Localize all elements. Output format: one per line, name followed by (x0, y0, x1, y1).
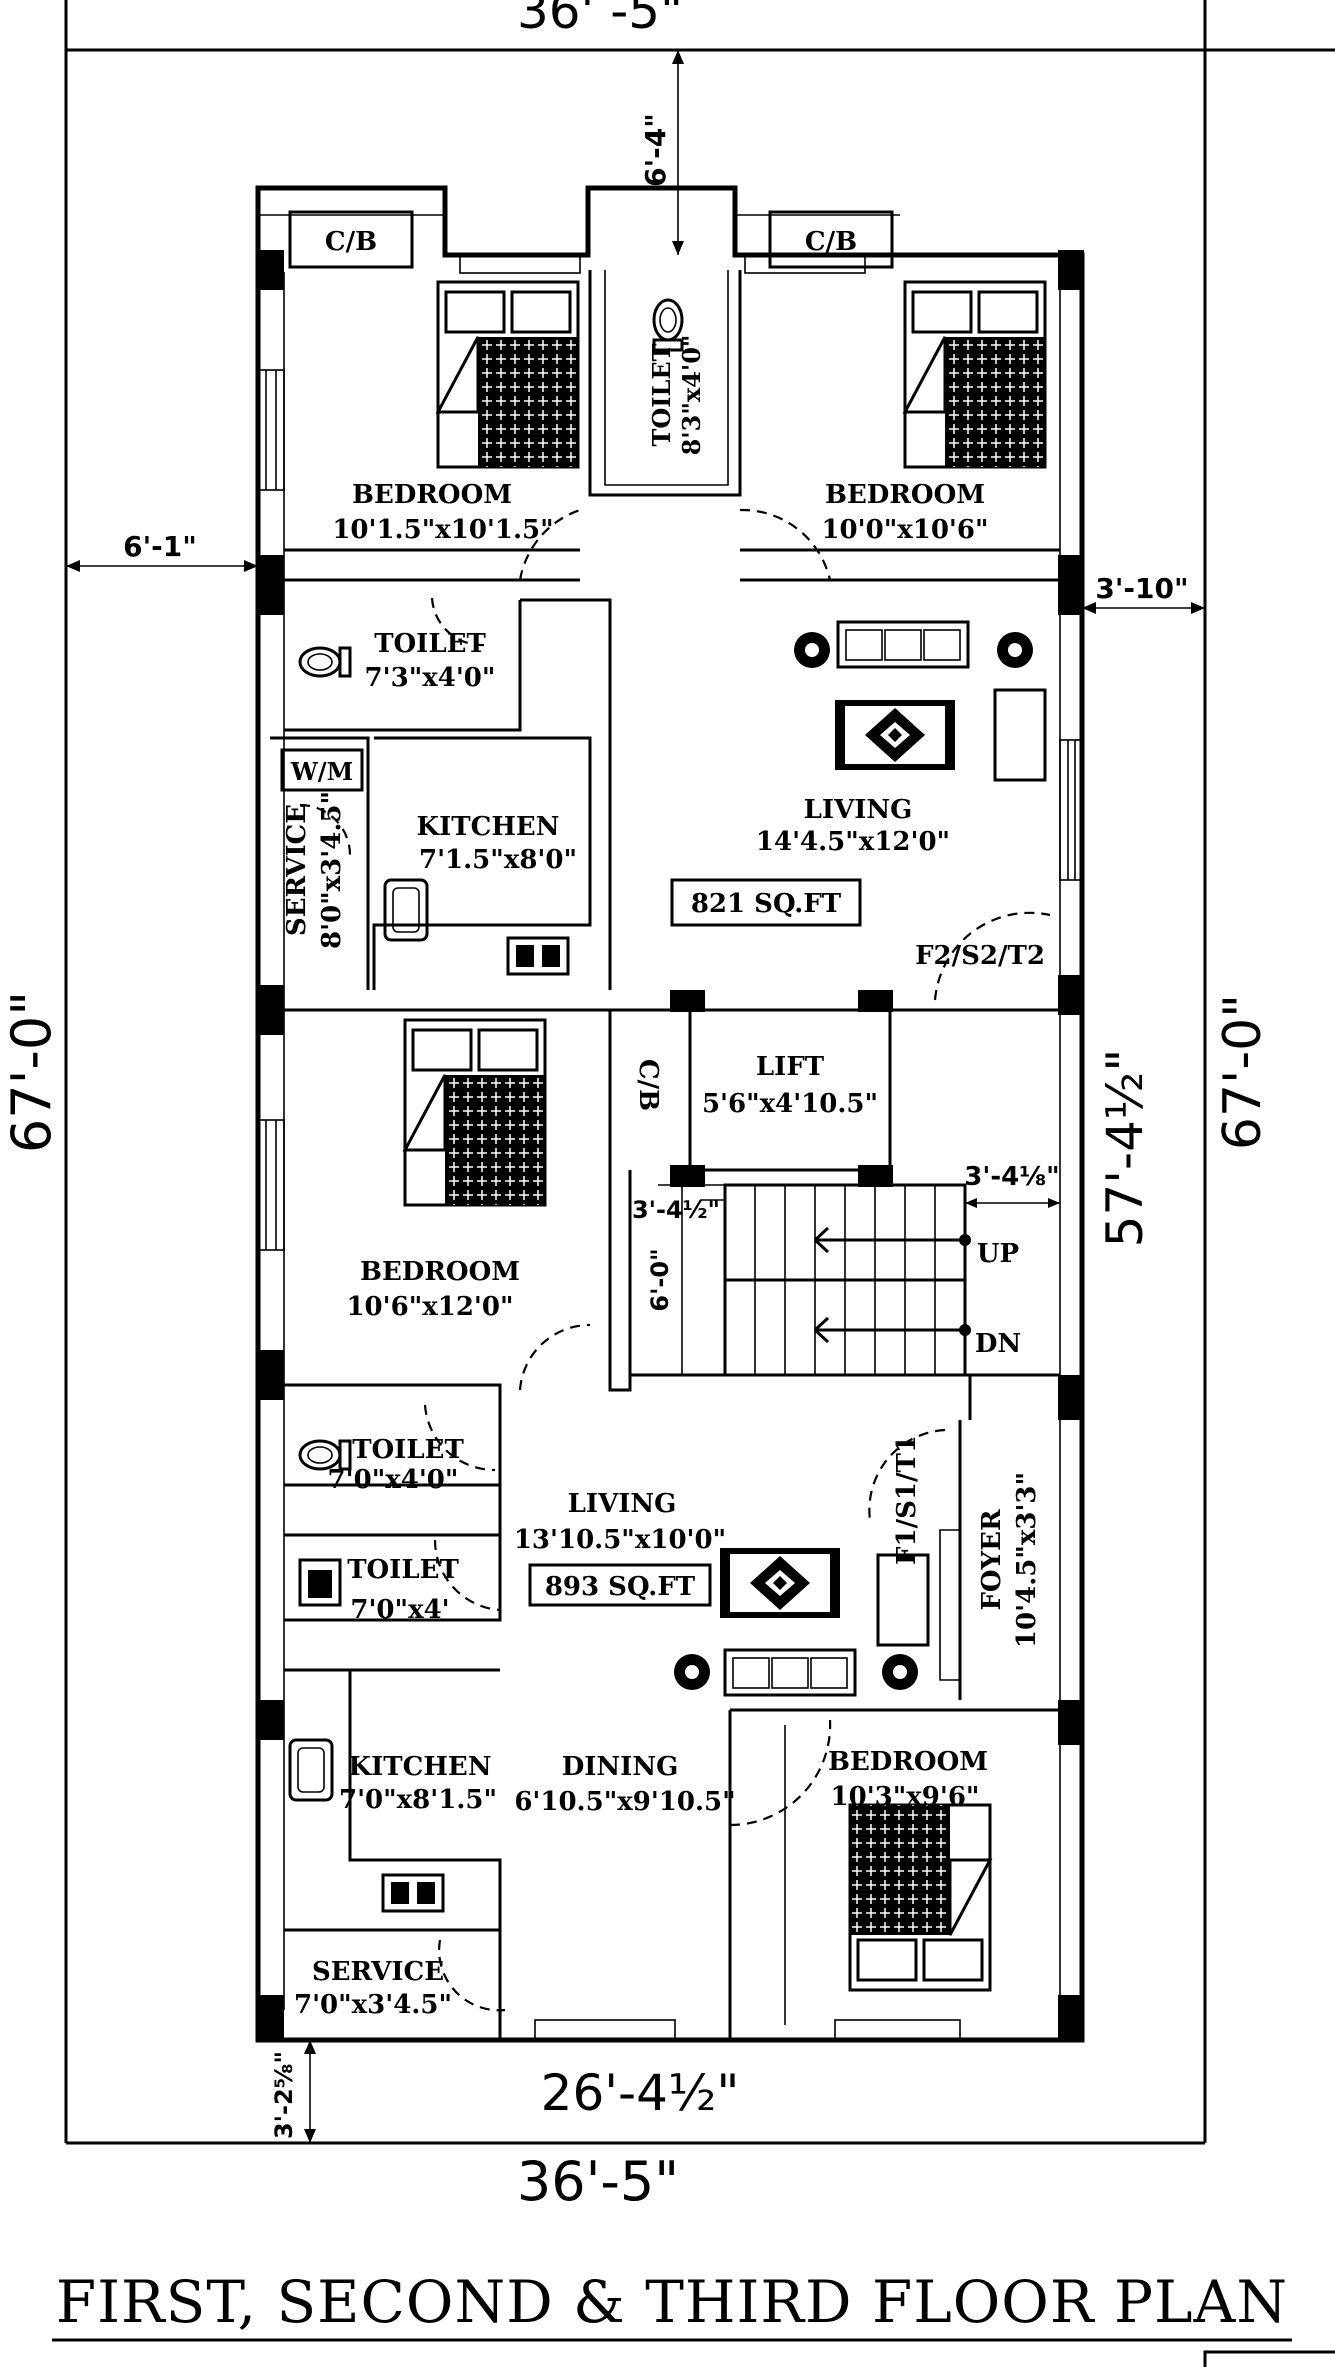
service-lower-size: 7'0"x3'4.5" (294, 1990, 452, 2020)
dining-size: 6'10.5"x9'10.5" (514, 1787, 735, 1817)
stair-up-label: UP (977, 1239, 1019, 1269)
bedroom-lower-left-size: 10'6"x12'0" (346, 1292, 513, 1322)
bedroom-lower-right-name: BEDROOM (828, 1747, 988, 1777)
drawing-title: FIRST, SECOND & THIRD FLOOR PLAN (52, 2268, 1335, 2367)
unit-code-upper: F2/S2/T2 (915, 941, 1045, 971)
toilet-upper-name: TOILET (374, 629, 486, 659)
toilet-upper-size: 7'3"x4'0" (365, 663, 496, 693)
upper-unit-labels: C/B C/B TOILET 8'3"x4'0" BEDROOM 10'1.5"… (282, 210, 1045, 971)
windows (257, 254, 1083, 2041)
dim-bottom: 36'-5" (517, 2150, 679, 2213)
toilet-lower-1-name: TOILET (352, 1435, 464, 1465)
bed-icon-upper-right (903, 280, 1047, 469)
dim-left-setback: 6'-1" (123, 530, 197, 563)
dim-inner-height: 57'-4½" (1096, 1049, 1154, 1248)
living-lower-size: 13'10.5"x10'0" (514, 1525, 726, 1555)
plan-title: FIRST, SECOND & THIRD FLOOR PLAN (56, 2268, 1288, 2336)
sink-icon-upper (383, 878, 429, 942)
kitchen-lower-size: 7'0"x8'1.5" (339, 1785, 497, 1815)
sofa-icon-upper (836, 620, 970, 669)
kitchen-lower-name: KITCHEN (349, 1752, 492, 1782)
sink-icon-lower (288, 1738, 334, 1802)
arrow-icon-dn (813, 1316, 830, 1344)
dim-stair-width: 3'-4⅛" (964, 1162, 1059, 1192)
washing-machine-label: W/M (290, 757, 353, 786)
stair-dn-label: DN (975, 1329, 1021, 1359)
bedroom-upper-right-name: BEDROOM (825, 480, 985, 510)
chair-icon-upper (993, 688, 1047, 782)
dim-top: 36' -5" (517, 0, 683, 40)
lift-size: 5'6"x4'10.5" (702, 1089, 878, 1119)
cb-right-label: C/B (805, 227, 857, 257)
washing-machine-icon (280, 748, 364, 792)
dim-stair-width-2: 3'-4½" (632, 1196, 720, 1224)
bedroom-lower-left-name: BEDROOM (360, 1257, 520, 1287)
toilet-lower-1-size: 7'0"x4'0" (328, 1465, 459, 1495)
toilet-top-size: 8'3"x4'0" (677, 335, 706, 456)
bedroom-upper-right-size: 10'0"x10'6" (821, 515, 988, 545)
chair-icon-lower (876, 1553, 930, 1647)
sofa-icon-lower (723, 1648, 857, 1697)
dim-rear-setback: 3'-2⅝" (270, 2051, 298, 2139)
plant-icon-lower-a (674, 1654, 710, 1690)
area-lower: 893 SQ.FT (545, 1572, 696, 1602)
bed-icon-lower-right (848, 1803, 992, 1992)
furniture (280, 280, 1047, 1992)
unit-code-lower: F1/S1/T1 (892, 1435, 922, 1565)
toilet-top-name: TOILET (647, 343, 676, 446)
dim-right-height: 67'-0" (1213, 994, 1273, 1150)
bed-icon-upper-left (436, 280, 580, 469)
dim-building-width: 26'-4½" (541, 2064, 740, 2122)
lift-name: LIFT (756, 1052, 825, 1082)
cb-left-label: C/B (325, 227, 377, 257)
toilet-lower-2-size: 7'0"x4' (350, 1595, 449, 1625)
core-labels: C/B LIFT 5'6"x4'10.5" UP DN (633, 1052, 1021, 1359)
cb-core-label: C/B (633, 1059, 663, 1111)
staircase (723, 1183, 971, 1377)
plant-icon-lower-b (882, 1654, 918, 1690)
toilet-lower-2-name: TOILET (347, 1555, 459, 1585)
bed-icon-lower-left (403, 1018, 547, 1207)
living-upper-size: 14'4.5"x12'0" (756, 827, 950, 857)
service-lower-name: SERVICE (312, 1957, 444, 1987)
bedroom-upper-left-size: 10'1.5"x10'1.5" (332, 515, 553, 545)
rug-icon-lower (720, 1548, 840, 1618)
living-lower-name: LIVING (568, 1489, 677, 1519)
dimension-labels: 36' -5" 36'-5" 26'-4½" 67'-0" 67'-0" 57'… (0, 0, 1273, 2213)
stove-icon-upper (506, 936, 570, 976)
plant-icon-upper-b (997, 632, 1033, 668)
dining-name: DINING (562, 1752, 679, 1782)
service-upper-name: SERVICE (282, 804, 312, 936)
service-upper-size: 8'0"x3'4.5" (317, 791, 347, 949)
foyer-size: 10'4.5"x3'3" (1012, 1472, 1042, 1648)
stove-icon-lower (381, 1873, 445, 1913)
dimension-lines (66, 50, 1205, 2143)
kitchen-upper-name: KITCHEN (417, 812, 560, 842)
dim-stair-length: 6'-0" (646, 1248, 674, 1311)
living-upper-name: LIVING (804, 795, 913, 825)
wc-icon-upper (298, 646, 352, 678)
bedroom-lower-right-size: 10'3"x9'6" (831, 1782, 980, 1812)
lower-unit-labels: BEDROOM 10'6"x12'0" TOILET 7'0"x4'0" TOI… (294, 1257, 1042, 2020)
foyer-name: FOYER (977, 1509, 1007, 1610)
arrow-icon-up (813, 1226, 830, 1254)
plant-icon-upper-a (794, 632, 830, 668)
door-swings (299, 508, 1051, 2012)
dim-front-setback: 6'-4" (639, 113, 672, 187)
dim-right-setback: 3'-10" (1095, 572, 1188, 605)
rug-icon-upper (835, 700, 955, 770)
plot-boundary (64, 0, 1335, 2145)
kitchen-upper-size: 7'1.5"x8'0" (419, 845, 577, 875)
area-upper: 821 SQ.FT (691, 889, 842, 919)
bedroom-upper-left-name: BEDROOM (352, 480, 512, 510)
dim-left-height: 67'-0" (0, 991, 63, 1153)
washbasin-icon-lower (298, 1558, 342, 1607)
